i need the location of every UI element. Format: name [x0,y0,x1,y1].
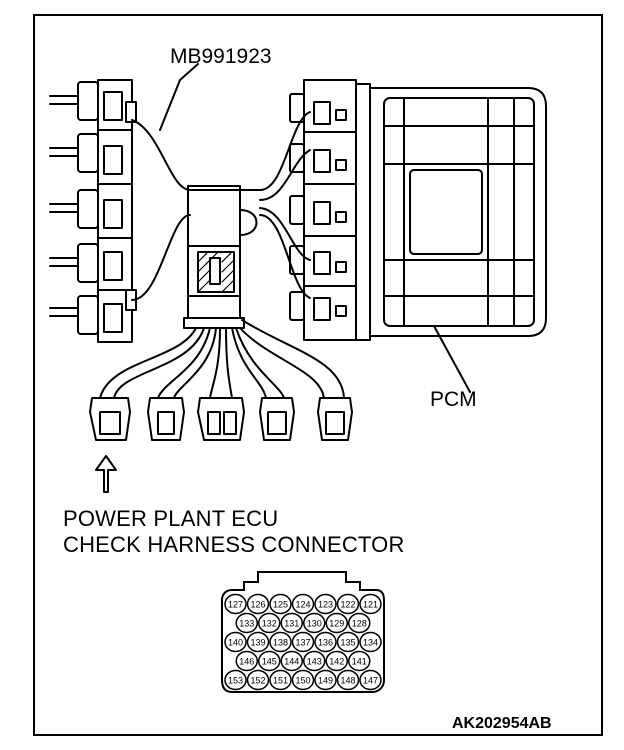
pin-circle [359,631,382,653]
pin-number: 121 [363,600,378,610]
pin-circle [325,650,348,672]
pin-circle [291,631,315,653]
pin-circle [348,650,371,672]
pin-circle [303,612,326,634]
pin-number: 130 [307,619,322,629]
connector-label-line2: CHECK HARNESS CONNECTOR [63,532,405,557]
pin-circle [280,612,303,634]
pcm-unit [355,83,547,393]
pin-circle [348,612,371,634]
pin-number: 153 [228,676,243,686]
check-harness-body [131,111,311,329]
pin-number: 126 [250,600,265,610]
pin-number: 143 [307,657,322,667]
pin-number: 134 [363,638,378,648]
right-connector-bank [289,79,357,341]
pin-circle [336,593,360,615]
connector-face [221,571,385,693]
pin-circle [314,631,337,653]
pin-number: 150 [295,676,310,686]
connector-label-line1: POWER PLANT ECU [63,506,279,531]
pin-number: 137 [295,638,310,648]
pin-circle [314,669,337,691]
pin-circle [336,631,360,653]
tool-label: MB991923 [170,45,272,68]
pin-number: 128 [352,619,367,629]
check-connectors [89,397,353,441]
clamp-hatching [197,251,235,293]
pin-number: 127 [228,600,243,610]
pin-number: 151 [273,676,288,686]
pin-circle [258,650,281,672]
pin-circle [246,669,270,691]
pin-circle [359,669,382,691]
pin-circle [258,612,281,634]
pin-number: 125 [273,600,288,610]
pin-number: 123 [318,600,333,610]
up-arrow-icon [95,455,117,493]
left-harness-wires [49,95,79,317]
pcm-label: PCM [430,388,477,411]
pin-number: 148 [340,676,355,686]
pin-circle [291,669,315,691]
pin-number: 131 [284,619,299,629]
pin-number: 145 [262,657,277,667]
pin-number: 129 [329,619,344,629]
pin-number: 139 [250,638,265,648]
pin-circle [246,631,270,653]
pin-circle [235,612,258,634]
pin-circle [269,669,292,691]
pin-number: 136 [318,638,333,648]
pin-circle [224,631,247,653]
left-connector-bank [77,79,137,343]
pin-number: 122 [340,600,355,610]
figure-frame [33,14,603,736]
figure-code: AK202954AB [452,715,552,732]
pin-circle [280,650,303,672]
pin-number: 138 [273,638,288,648]
pin-number: 147 [363,676,378,686]
pin-circle [336,669,360,691]
pin-number: 149 [318,676,333,686]
pin-circle [224,593,247,615]
pin-circle [359,593,382,615]
pin-circle [303,650,326,672]
pin-number: 124 [295,600,310,610]
pin-number: 152 [250,676,265,686]
branch-wires [99,319,345,399]
pin-circle [325,612,348,634]
pin-number: 144 [284,657,299,667]
tool-leader-line [159,63,199,131]
pin-number: 141 [352,657,367,667]
pin-grid: 127 126 125 124 123 122 121 133 132 131 130 129 128 1… [224,593,382,691]
pcm-leader-line [433,325,471,393]
pin-number: 142 [329,657,344,667]
pin-circle [246,593,270,615]
pin-circle [224,669,247,691]
pin-number: 140 [228,638,243,648]
pin-circle [291,593,315,615]
pin-circle [269,593,292,615]
pin-circle [235,650,258,672]
pin-circle [269,631,292,653]
pin-number: 132 [262,619,277,629]
pin-number: 133 [239,619,254,629]
pin-number: 135 [340,638,355,648]
pin-number: 146 [239,657,254,667]
pin-circle [314,593,337,615]
